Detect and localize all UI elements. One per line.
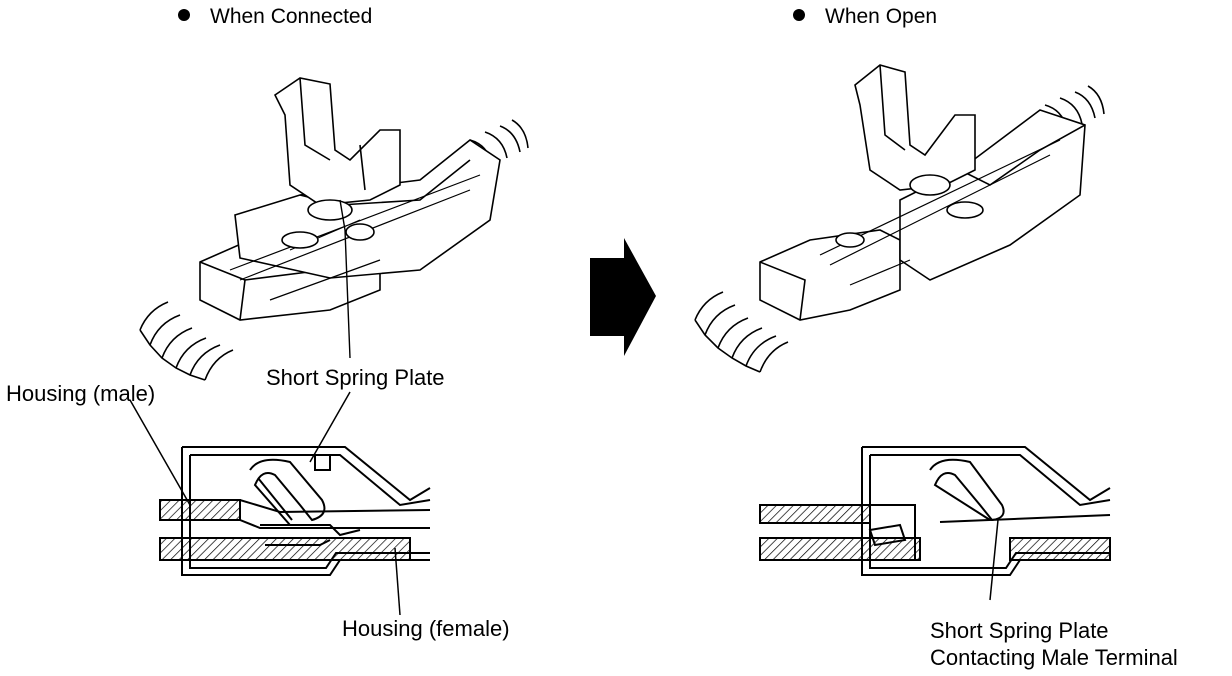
corrugated-tube-left-open	[694, 291, 789, 373]
label-housing-female: Housing (female)	[342, 616, 510, 641]
header-when-connected-text: When Connected	[210, 5, 373, 28]
label-housing-male: Housing (male)	[6, 381, 156, 406]
arrow-right-icon	[590, 238, 656, 356]
cross-section-connected	[129, 391, 431, 616]
cross-section-open	[759, 446, 1111, 601]
label-short-spring-contact-line2: Contacting Male Terminal	[930, 645, 1178, 670]
connector-open-illustration	[694, 64, 1105, 373]
label-short-spring-plate: Short Spring Plate	[266, 365, 445, 390]
header-when-open: When Open	[793, 5, 937, 29]
connector-connected-illustration	[139, 77, 529, 381]
corrugated-tube-right-open	[1044, 85, 1105, 131]
bullet-icon	[178, 9, 190, 22]
header-when-open-text: When Open	[825, 5, 938, 28]
label-short-spring-contact-line1: Short Spring Plate	[930, 618, 1109, 643]
bullet-icon	[793, 9, 805, 22]
corrugated-tube-left	[139, 301, 234, 381]
header-when-connected: When Connected	[178, 5, 372, 29]
